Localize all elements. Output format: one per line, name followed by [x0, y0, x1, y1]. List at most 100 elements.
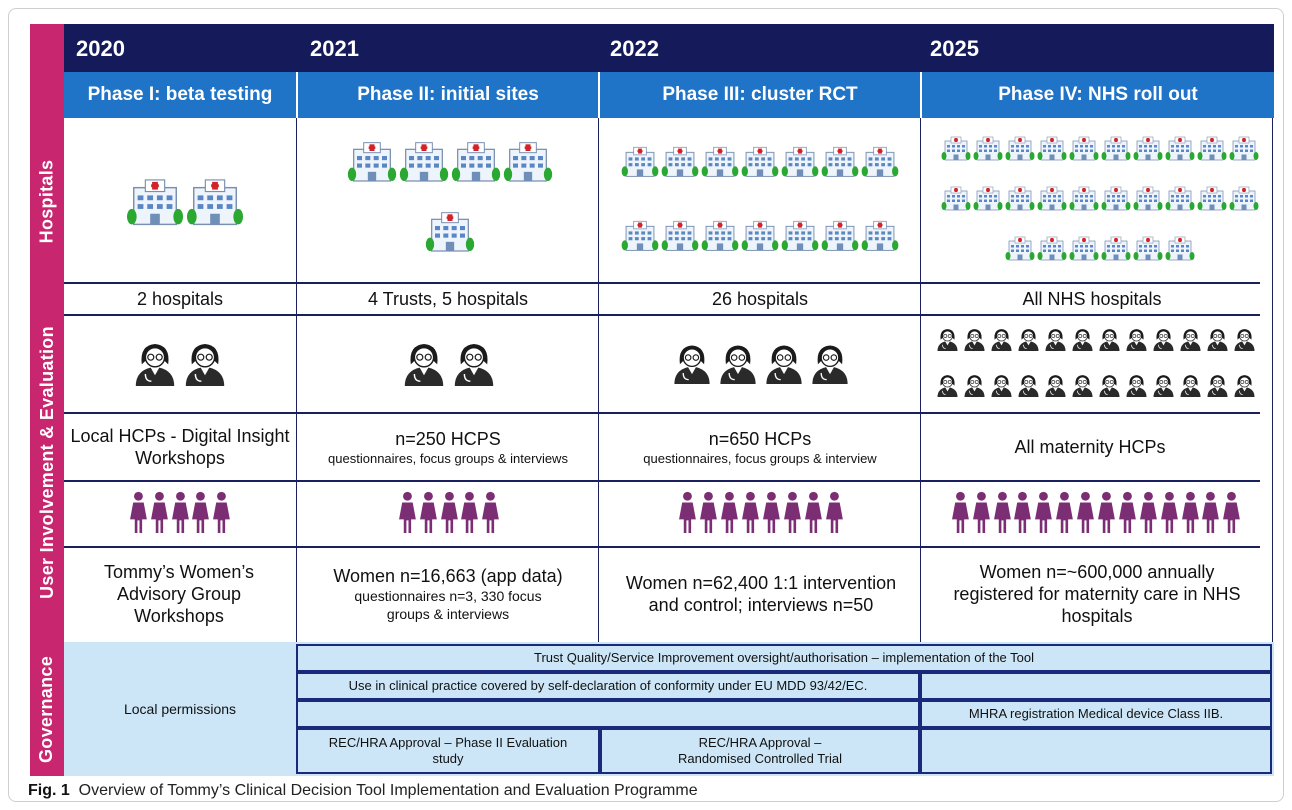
- hospital-count-phase-4: All NHS hospitals: [1022, 289, 1162, 309]
- healthcare-professional-icon: [181, 338, 229, 391]
- column-divider: [920, 118, 921, 642]
- hospital-icon: [861, 146, 899, 183]
- column-divider: [1272, 118, 1273, 642]
- woman-icon: [1076, 491, 1095, 538]
- hospital-icon: [781, 146, 819, 183]
- healthcare-professional-icon: [1232, 372, 1257, 402]
- hospital-icon: [941, 136, 971, 167]
- hospital-icon: [1197, 136, 1227, 167]
- women-text-phase-1: Tommy’s Women’s Advisory Group Workshops: [103, 562, 255, 626]
- governance-rec-phase-3-box: REC/HRA Approval – Randomised Controlled…: [600, 728, 920, 774]
- side-label-hospitals: Hospitals: [36, 159, 57, 243]
- woman-icon: [783, 491, 802, 538]
- healthcare-professional-icon: [450, 338, 498, 391]
- women-text-phase-4: Women n=~600,000 annually registered for…: [953, 562, 1241, 626]
- woman-icon: [191, 491, 210, 538]
- woman-icon: [1055, 491, 1074, 538]
- hospital-icon: [1229, 186, 1259, 217]
- woman-icon: [481, 491, 500, 538]
- hospital-icon: [821, 220, 859, 257]
- healthcare-professional-icon: [1151, 372, 1176, 402]
- healthcare-professional-icon: [1124, 372, 1149, 402]
- hospital-icons-phase-3: [620, 128, 900, 276]
- woman-icon: [825, 491, 844, 538]
- woman-icon: [993, 491, 1012, 538]
- hospital-icon: [1165, 136, 1195, 167]
- healthcare-professional-icon: [1016, 372, 1041, 402]
- hospital-icon: [1069, 136, 1099, 167]
- hospital-icon: [347, 141, 397, 189]
- woman-icon: [1201, 491, 1220, 538]
- woman-icon: [1013, 491, 1032, 538]
- year-2022: 2022: [610, 36, 659, 61]
- healthcare-professional-icon: [1070, 372, 1095, 402]
- healthcare-professional-icon: [1178, 372, 1203, 402]
- hospital-icon: [186, 178, 244, 232]
- healthcare-professional-icon: [808, 340, 852, 389]
- figure-label: Fig. 1: [28, 782, 70, 799]
- hospital-icon: [1037, 186, 1067, 217]
- hospital-icon: [1037, 236, 1067, 267]
- year-2021: 2021: [310, 36, 359, 61]
- governance-mhra-box: MHRA registration Medical device Class I…: [920, 700, 1272, 728]
- governance-mdd-box: Use in clinical practice covered by self…: [296, 672, 920, 700]
- hcp-text-phase-4: All maternity HCPs: [1014, 437, 1166, 457]
- healthcare-professional-icon: [1043, 326, 1068, 356]
- hospital-icon: [1133, 186, 1163, 217]
- woman-icon: [171, 491, 190, 538]
- woman-icon: [440, 491, 459, 538]
- healthcare-professional-icon: [1097, 372, 1122, 402]
- hospital-icon: [973, 136, 1003, 167]
- hospital-icon: [126, 178, 184, 232]
- hospital-icon: [1101, 236, 1131, 267]
- healthcare-professional-icon: [962, 326, 987, 356]
- woman-icon: [804, 491, 823, 538]
- hospital-icon: [781, 220, 819, 257]
- healthcare-professional-icon: [935, 372, 960, 402]
- governance-local-permissions: Local permissions: [123, 701, 237, 717]
- women-icons-phase-2: [304, 484, 594, 544]
- hospital-icon: [1005, 236, 1035, 267]
- figure-frame: [8, 8, 1284, 802]
- governance-trust-box: Trust Quality/Service Improvement oversi…: [296, 644, 1272, 672]
- healthcare-professional-icon: [1070, 326, 1095, 356]
- healthcare-professional-icon: [1097, 326, 1122, 356]
- women-text-phase-3: Women n=62,400 1:1 intervention and cont…: [625, 573, 897, 615]
- healthcare-professional-icon: [400, 338, 448, 391]
- hospital-icon: [399, 141, 449, 189]
- healthcare-professional-icon: [1043, 372, 1068, 402]
- hospital-icons-phase-4: [940, 126, 1260, 276]
- healthcare-professional-icon: [989, 372, 1014, 402]
- side-bar: [30, 24, 64, 776]
- hospital-icon: [821, 146, 859, 183]
- hospital-icon: [1101, 136, 1131, 167]
- hcp-text-phase-1: Local HCPs - Digital Insight Workshops: [70, 426, 290, 468]
- row-divider: [64, 314, 1260, 316]
- healthcare-professional-icon: [1205, 326, 1230, 356]
- governance-rec-phase-2-box: REC/HRA Approval – Phase II Evaluation s…: [296, 728, 600, 774]
- healthcare-professional-icon: [1178, 326, 1203, 356]
- side-label-governance: Governance: [36, 655, 57, 763]
- governance-empty-box: [920, 672, 1272, 700]
- woman-icon: [1222, 491, 1241, 538]
- hospital-icon: [1133, 136, 1163, 167]
- hcp-icons-phase-4: [926, 318, 1266, 410]
- hospital-icon: [451, 141, 501, 189]
- healthcare-professional-icon: [1205, 372, 1230, 402]
- figure-caption: Fig. 1 Overview of Tommy’s Clinical Deci…: [28, 782, 698, 800]
- hospital-icon: [661, 146, 699, 183]
- women-icons-phase-1: [70, 484, 290, 544]
- woman-icon: [150, 491, 169, 538]
- hcp-icons-phase-3: [606, 320, 916, 408]
- row-divider: [64, 412, 1260, 414]
- hospital-icon: [861, 220, 899, 257]
- hospital-icon: [741, 146, 779, 183]
- hospital-icon: [1101, 186, 1131, 217]
- woman-icon: [1181, 491, 1200, 538]
- row-divider: [64, 546, 1260, 548]
- woman-icon: [741, 491, 760, 538]
- healthcare-professional-icon: [1232, 326, 1257, 356]
- hospital-icon: [1037, 136, 1067, 167]
- hospital-icon: [1069, 236, 1099, 267]
